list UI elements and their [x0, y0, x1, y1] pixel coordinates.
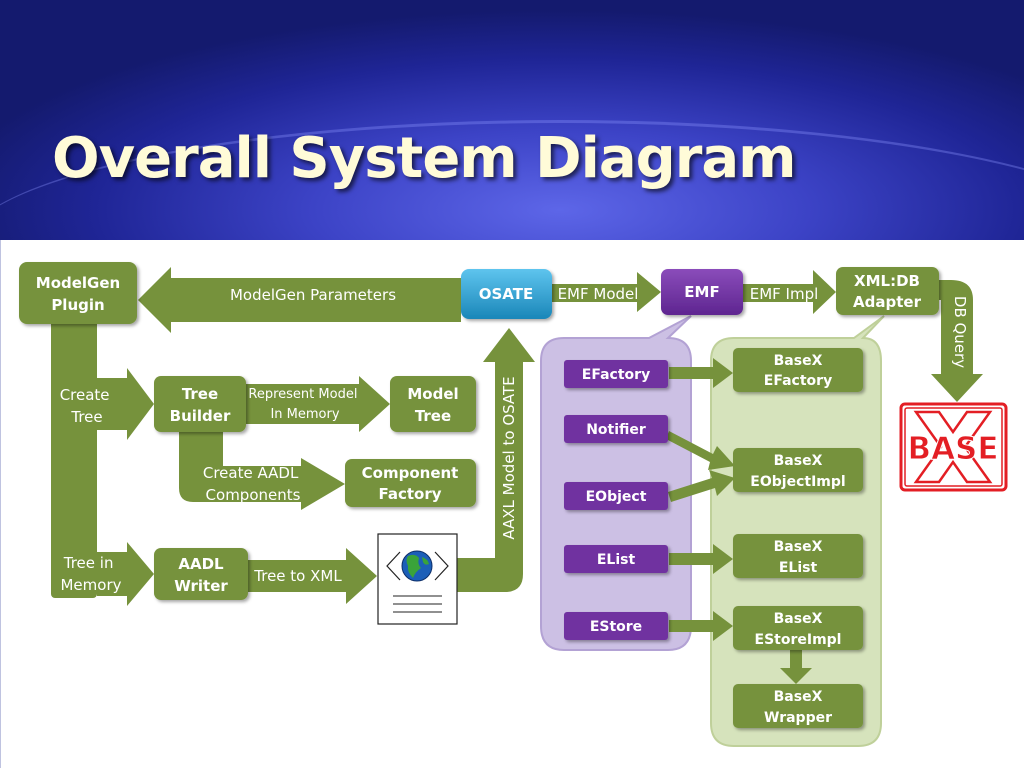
emf-impl-arrow [743, 270, 836, 314]
modelgen-parameters-label: ModelGen Parameters [230, 286, 396, 304]
estore-arrow [669, 611, 733, 641]
emf-node[interactable]: EMF [661, 269, 743, 315]
svg-text:EFactory: EFactory [582, 367, 650, 383]
represent-model-label: Represent Model In Memory [248, 387, 361, 422]
estore-node[interactable]: EStore [564, 612, 668, 640]
xml-document-icon [377, 533, 458, 625]
create-aadl-label: Create AADL Components [203, 464, 303, 504]
svg-text:EMF: EMF [684, 283, 719, 301]
notifier-node[interactable]: Notifier [564, 415, 668, 443]
elist-node[interactable]: EList [564, 545, 668, 573]
slide-header: Overall System Diagram [0, 0, 1024, 240]
osate-node[interactable]: OSATE [461, 269, 552, 319]
elist-arrow [669, 544, 733, 574]
header-wave-decoration [0, 120, 1024, 240]
tree-to-xml-arrow [248, 548, 377, 604]
eobject-node[interactable]: EObject [564, 482, 668, 510]
create-tree-arrow [97, 368, 154, 440]
create-aadl-components-connector [179, 428, 345, 510]
efactory-node[interactable]: EFactory [564, 360, 668, 388]
emf-model-label: EMF Model [558, 285, 639, 303]
modelgen-parameters-arrow [138, 267, 461, 333]
tree-in-memory-arrow [97, 542, 154, 606]
aaxl-model-to-osate-arrow [457, 328, 535, 592]
svg-text:EStore: EStore [590, 619, 642, 635]
svg-text:OSATE: OSATE [479, 285, 533, 303]
svg-text:EList: EList [597, 552, 636, 568]
db-query-label: DB Query [951, 296, 969, 368]
tree-in-memory-label: Tree in Memory [60, 554, 121, 594]
svg-text:EObject: EObject [586, 489, 647, 505]
aaxl-model-label: AAXL Model to OSATE [500, 376, 518, 539]
represent-model-arrow [246, 376, 390, 432]
efactory-arrow [669, 358, 733, 388]
emf-impl-label: EMF Impl [750, 285, 819, 303]
slide-title: Overall System Diagram [52, 126, 796, 191]
arrow-labels: ModelGen Parameters EMF Model EMF Impl D… [60, 285, 969, 594]
slide-body: ModelGen Parameters EMF Model EMF Impl D… [0, 240, 1024, 768]
system-diagram: ModelGen Parameters EMF Model EMF Impl D… [19, 262, 1008, 747]
notifier-arrow [666, 431, 735, 470]
basex-logo: BASE [899, 402, 1008, 492]
svg-text:BASE: BASE [907, 431, 998, 467]
emf-model-arrow [552, 272, 661, 312]
plugin-trunk [51, 320, 97, 598]
eobject-arrow [668, 470, 735, 502]
estoreimpl-to-wrapper-arrow [780, 650, 812, 684]
create-tree-label: Create Tree [60, 386, 115, 426]
svg-text:Notifier: Notifier [586, 422, 646, 438]
db-query-arrow [931, 280, 983, 402]
tree-to-xml-label: Tree to XML [253, 567, 342, 585]
